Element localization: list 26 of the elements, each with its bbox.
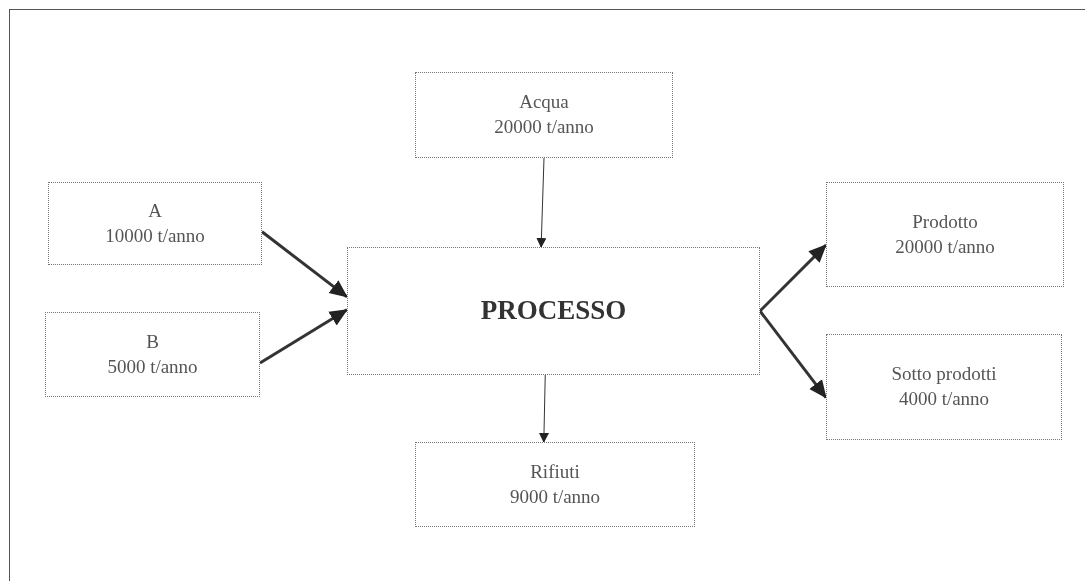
stream-name: B [146,329,159,354]
flow-box [415,72,673,158]
arrow [539,374,549,443]
flow-box [48,182,262,265]
flow-box [826,334,1062,440]
flow-rate: 20000 t/anno [494,115,594,139]
arrow [758,243,828,313]
stream-name: Rifiuti [530,459,580,484]
flow-box [826,182,1064,287]
stream-name: Prodotto [912,209,978,234]
flow-rate: 20000 t/anno [895,234,995,259]
flow-rate: 9000 t/anno [509,484,601,509]
flow-box [415,442,695,527]
arrow [259,308,348,365]
flow-rate: 10000 t/anno [105,223,205,248]
stream-name: A [148,198,162,223]
stream-name: Acqua [519,90,569,115]
flow-rate: 5000 t/anno [107,354,198,379]
process-label: PROCESSO [480,294,627,328]
stream-name: Sotto prodotti [891,362,997,387]
flow-box [45,312,260,397]
flow-rate: 4000 t/anno [898,387,990,411]
arrow [758,310,828,399]
arrow [261,230,348,299]
arrow [536,157,547,248]
process-box [347,247,760,375]
